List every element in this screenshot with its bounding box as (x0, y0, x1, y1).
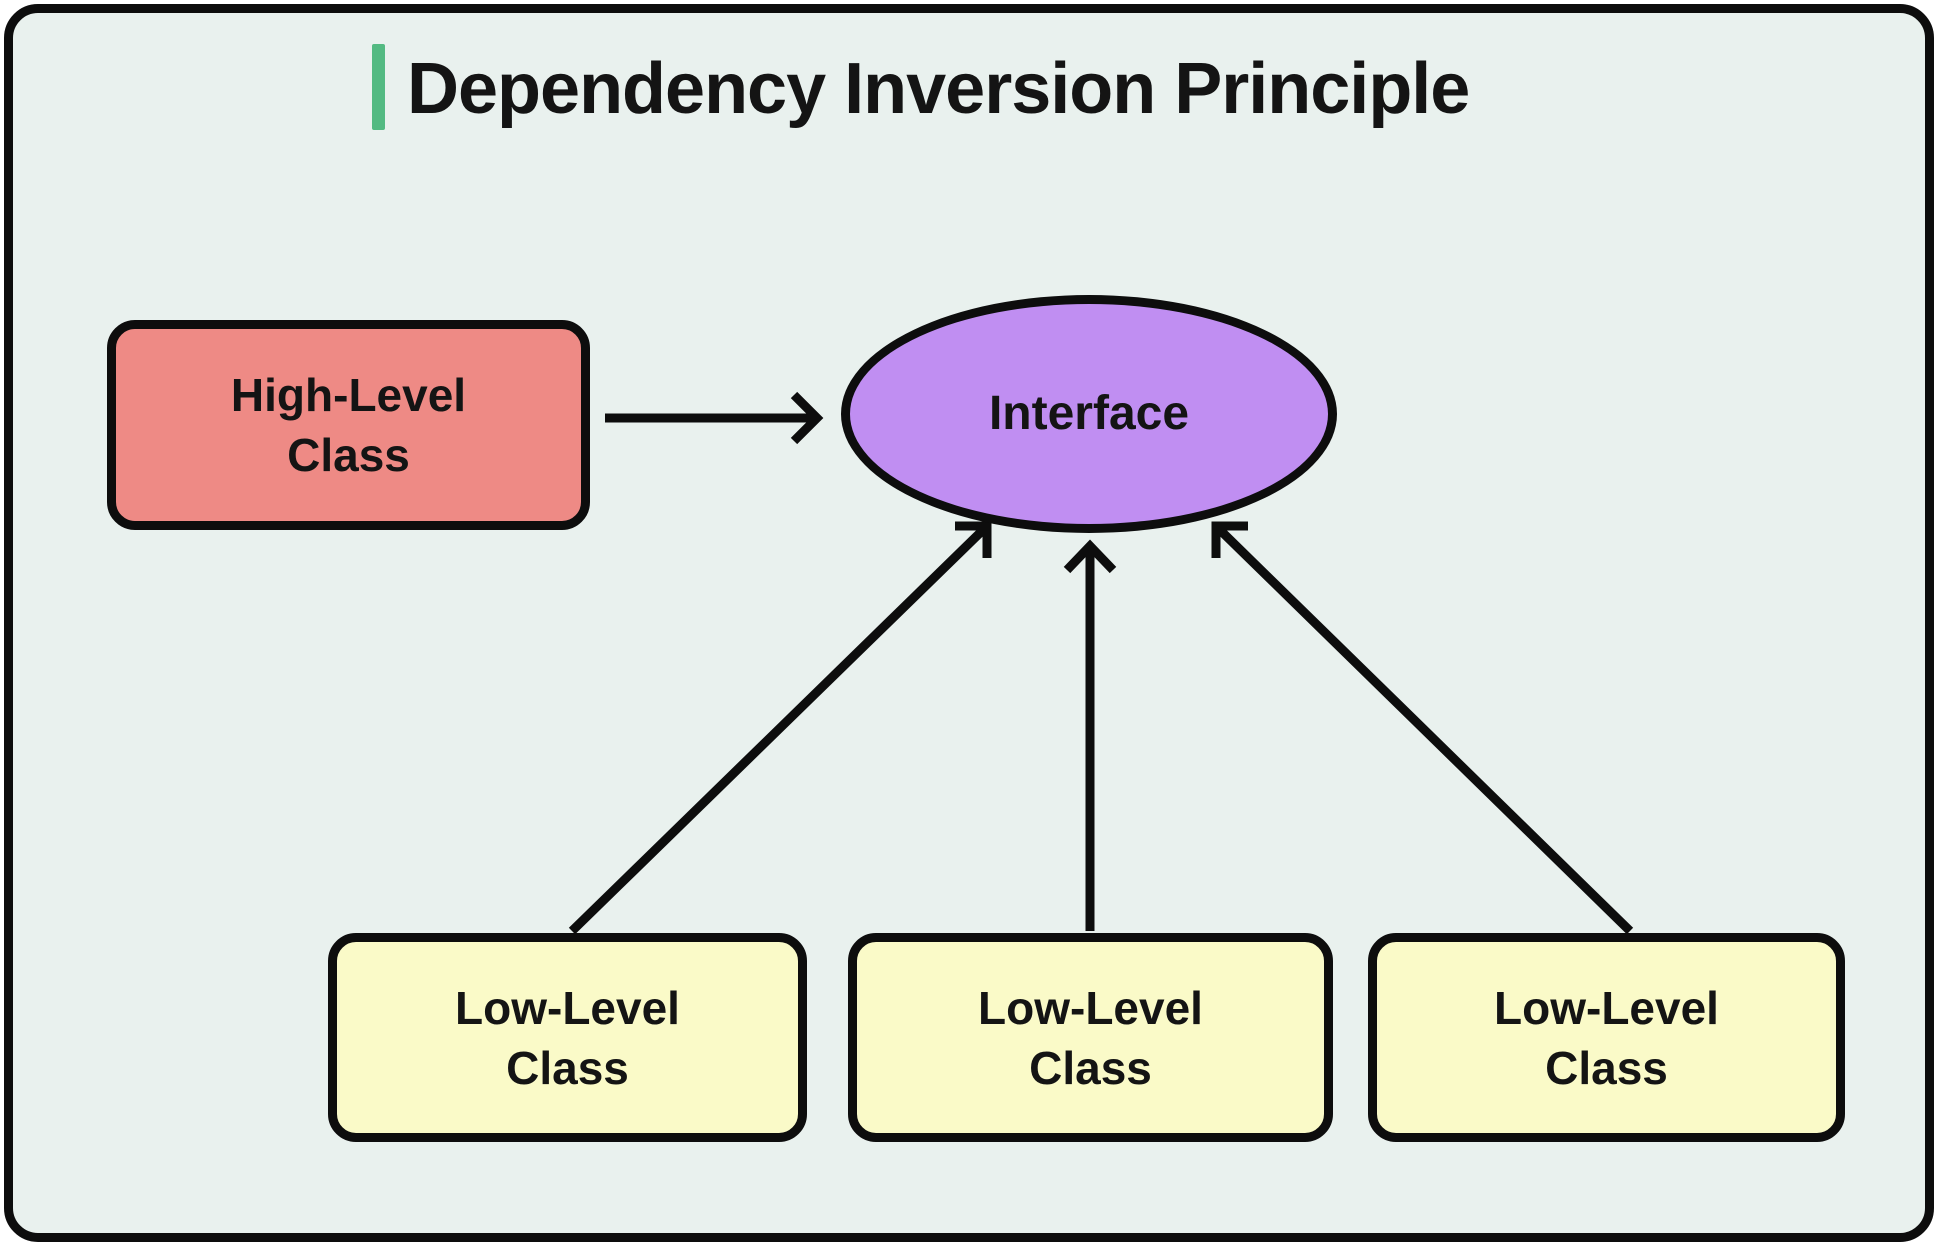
low-level-class-node-3: Low-Level Class (1368, 933, 1845, 1142)
node-label-line: Class (287, 429, 410, 481)
node-label-line: Class (1545, 1041, 1668, 1094)
title-row: Dependency Inversion Principle (372, 44, 1470, 130)
title-accent-bar (372, 44, 385, 130)
node-label-line: High-Level (230, 369, 467, 421)
node-label-line: Interface (988, 387, 1190, 440)
node-label-line: Low-Level (455, 981, 680, 1034)
node-label-line: Class (1029, 1041, 1152, 1094)
high-level-class-node: High-Level Class (107, 320, 590, 530)
node-label-line: Low-Level (1494, 981, 1719, 1034)
page-title: Dependency Inversion Principle (407, 49, 1470, 129)
node-label-line: Class (506, 1041, 629, 1094)
node-label-line: Low-Level (978, 981, 1203, 1034)
low-level-class-node-1: Low-Level Class (328, 933, 807, 1142)
interface-node: Interface (841, 295, 1337, 533)
low-level-class-node-2: Low-Level Class (848, 933, 1333, 1142)
